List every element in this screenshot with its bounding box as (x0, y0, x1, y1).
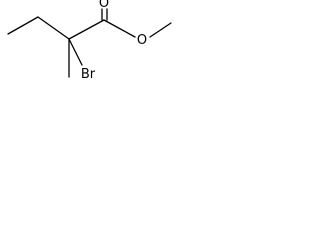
bond-ester-oxygen-to-methyl (149, 22, 172, 38)
ester-oxygen-label: O (137, 33, 147, 48)
bond-quaternary-to-carbonyl (68, 19, 105, 40)
bond-carbonyl-to-ester-oxygen (103, 19, 136, 38)
bond-terminal-methyl-to-ch2 (7, 16, 39, 35)
skeletal-structure: O O Br (7, 0, 172, 82)
bond-quaternary-to-bromine (68, 38, 83, 66)
structure-canvas: O O Br (0, 0, 180, 112)
carbonyl-oxygen-label: O (99, 0, 109, 11)
bond-ch2-to-quaternary-carbon (37, 16, 70, 40)
bromine-label: Br (81, 67, 96, 82)
